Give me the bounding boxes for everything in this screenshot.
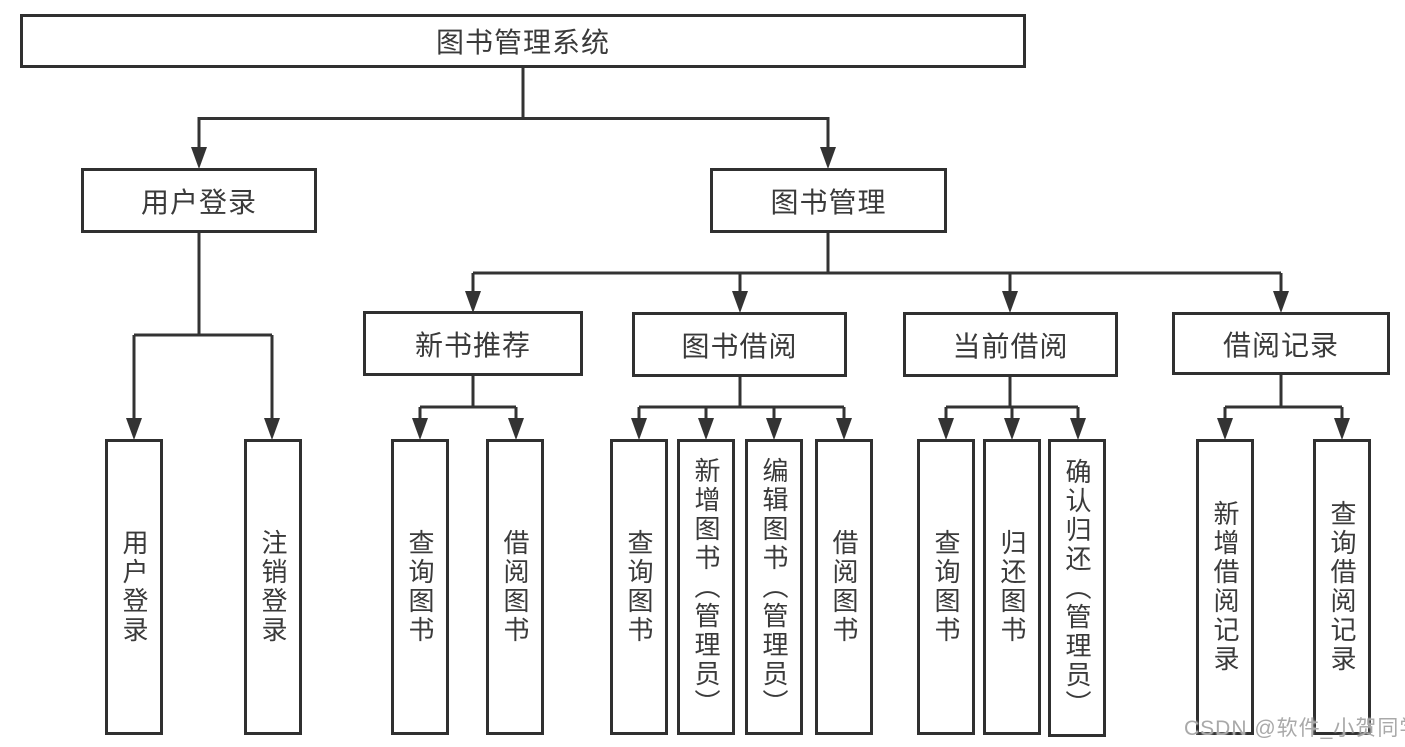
leaf-borrow-books-2: 借阅图书 <box>815 439 873 735</box>
node-borrow-records: 借阅记录 <box>1172 312 1390 375</box>
leaf-query-books-3: 查询图书 <box>917 439 975 735</box>
node-book-management-label: 图书管理 <box>770 186 887 218</box>
leaf-borrow-books-1-label: 借阅图书 <box>500 529 530 645</box>
node-root-system: 图书管理系统 <box>20 14 1026 68</box>
node-current-borrow-label: 当前借阅 <box>952 330 1069 362</box>
leaf-confirm-return-admin: 确认归还（管理员） <box>1048 439 1106 737</box>
leaf-edit-books-admin-label: 编辑图书（管理员） <box>759 456 789 718</box>
node-root-label: 图书管理系统 <box>435 27 610 58</box>
leaf-user-login-label: 用户登录 <box>119 529 149 645</box>
leaf-add-books-admin-label: 新增图书（管理员） <box>691 456 721 718</box>
leaf-add-books-admin: 新增图书（管理员） <box>677 439 735 735</box>
leaf-query-books-1: 查询图书 <box>391 439 449 735</box>
leaf-add-borrow-record-label: 新增借阅记录 <box>1210 500 1240 674</box>
leaf-query-books-1-label: 查询图书 <box>405 529 435 645</box>
leaf-query-books-3-label: 查询图书 <box>931 529 961 645</box>
leaf-user-login: 用户登录 <box>105 439 163 735</box>
node-new-book-recommend: 新书推荐 <box>363 311 583 376</box>
leaf-query-borrow-record-label: 查询借阅记录 <box>1327 500 1357 674</box>
node-user-login-label: 用户登录 <box>140 186 257 218</box>
node-book-management: 图书管理 <box>710 168 947 233</box>
node-new-book-recommend-label: 新书推荐 <box>414 329 531 361</box>
node-current-borrow: 当前借阅 <box>903 312 1118 377</box>
node-borrow-records-label: 借阅记录 <box>1222 329 1339 361</box>
leaf-query-books-2: 查询图书 <box>610 439 668 735</box>
leaf-return-books-label: 归还图书 <box>997 529 1027 645</box>
node-book-borrow-label: 图书借阅 <box>681 330 798 362</box>
leaf-edit-books-admin: 编辑图书（管理员） <box>745 439 803 735</box>
leaf-borrow-books-2-label: 借阅图书 <box>829 529 859 645</box>
leaf-logout: 注销登录 <box>244 439 302 735</box>
node-user-login: 用户登录 <box>81 168 317 233</box>
node-book-borrow: 图书借阅 <box>632 312 847 377</box>
csdn-watermark: CSDN @软件_小贺同学 <box>1184 717 1405 740</box>
leaf-logout-label: 注销登录 <box>258 529 288 645</box>
leaf-borrow-books-1: 借阅图书 <box>486 439 544 735</box>
leaf-confirm-return-admin-label: 确认归还（管理员） <box>1062 457 1092 719</box>
leaf-query-books-2-label: 查询图书 <box>624 529 654 645</box>
leaf-return-books: 归还图书 <box>983 439 1041 735</box>
leaf-add-borrow-record: 新增借阅记录 <box>1196 439 1254 735</box>
leaf-query-borrow-record: 查询借阅记录 <box>1313 439 1371 735</box>
